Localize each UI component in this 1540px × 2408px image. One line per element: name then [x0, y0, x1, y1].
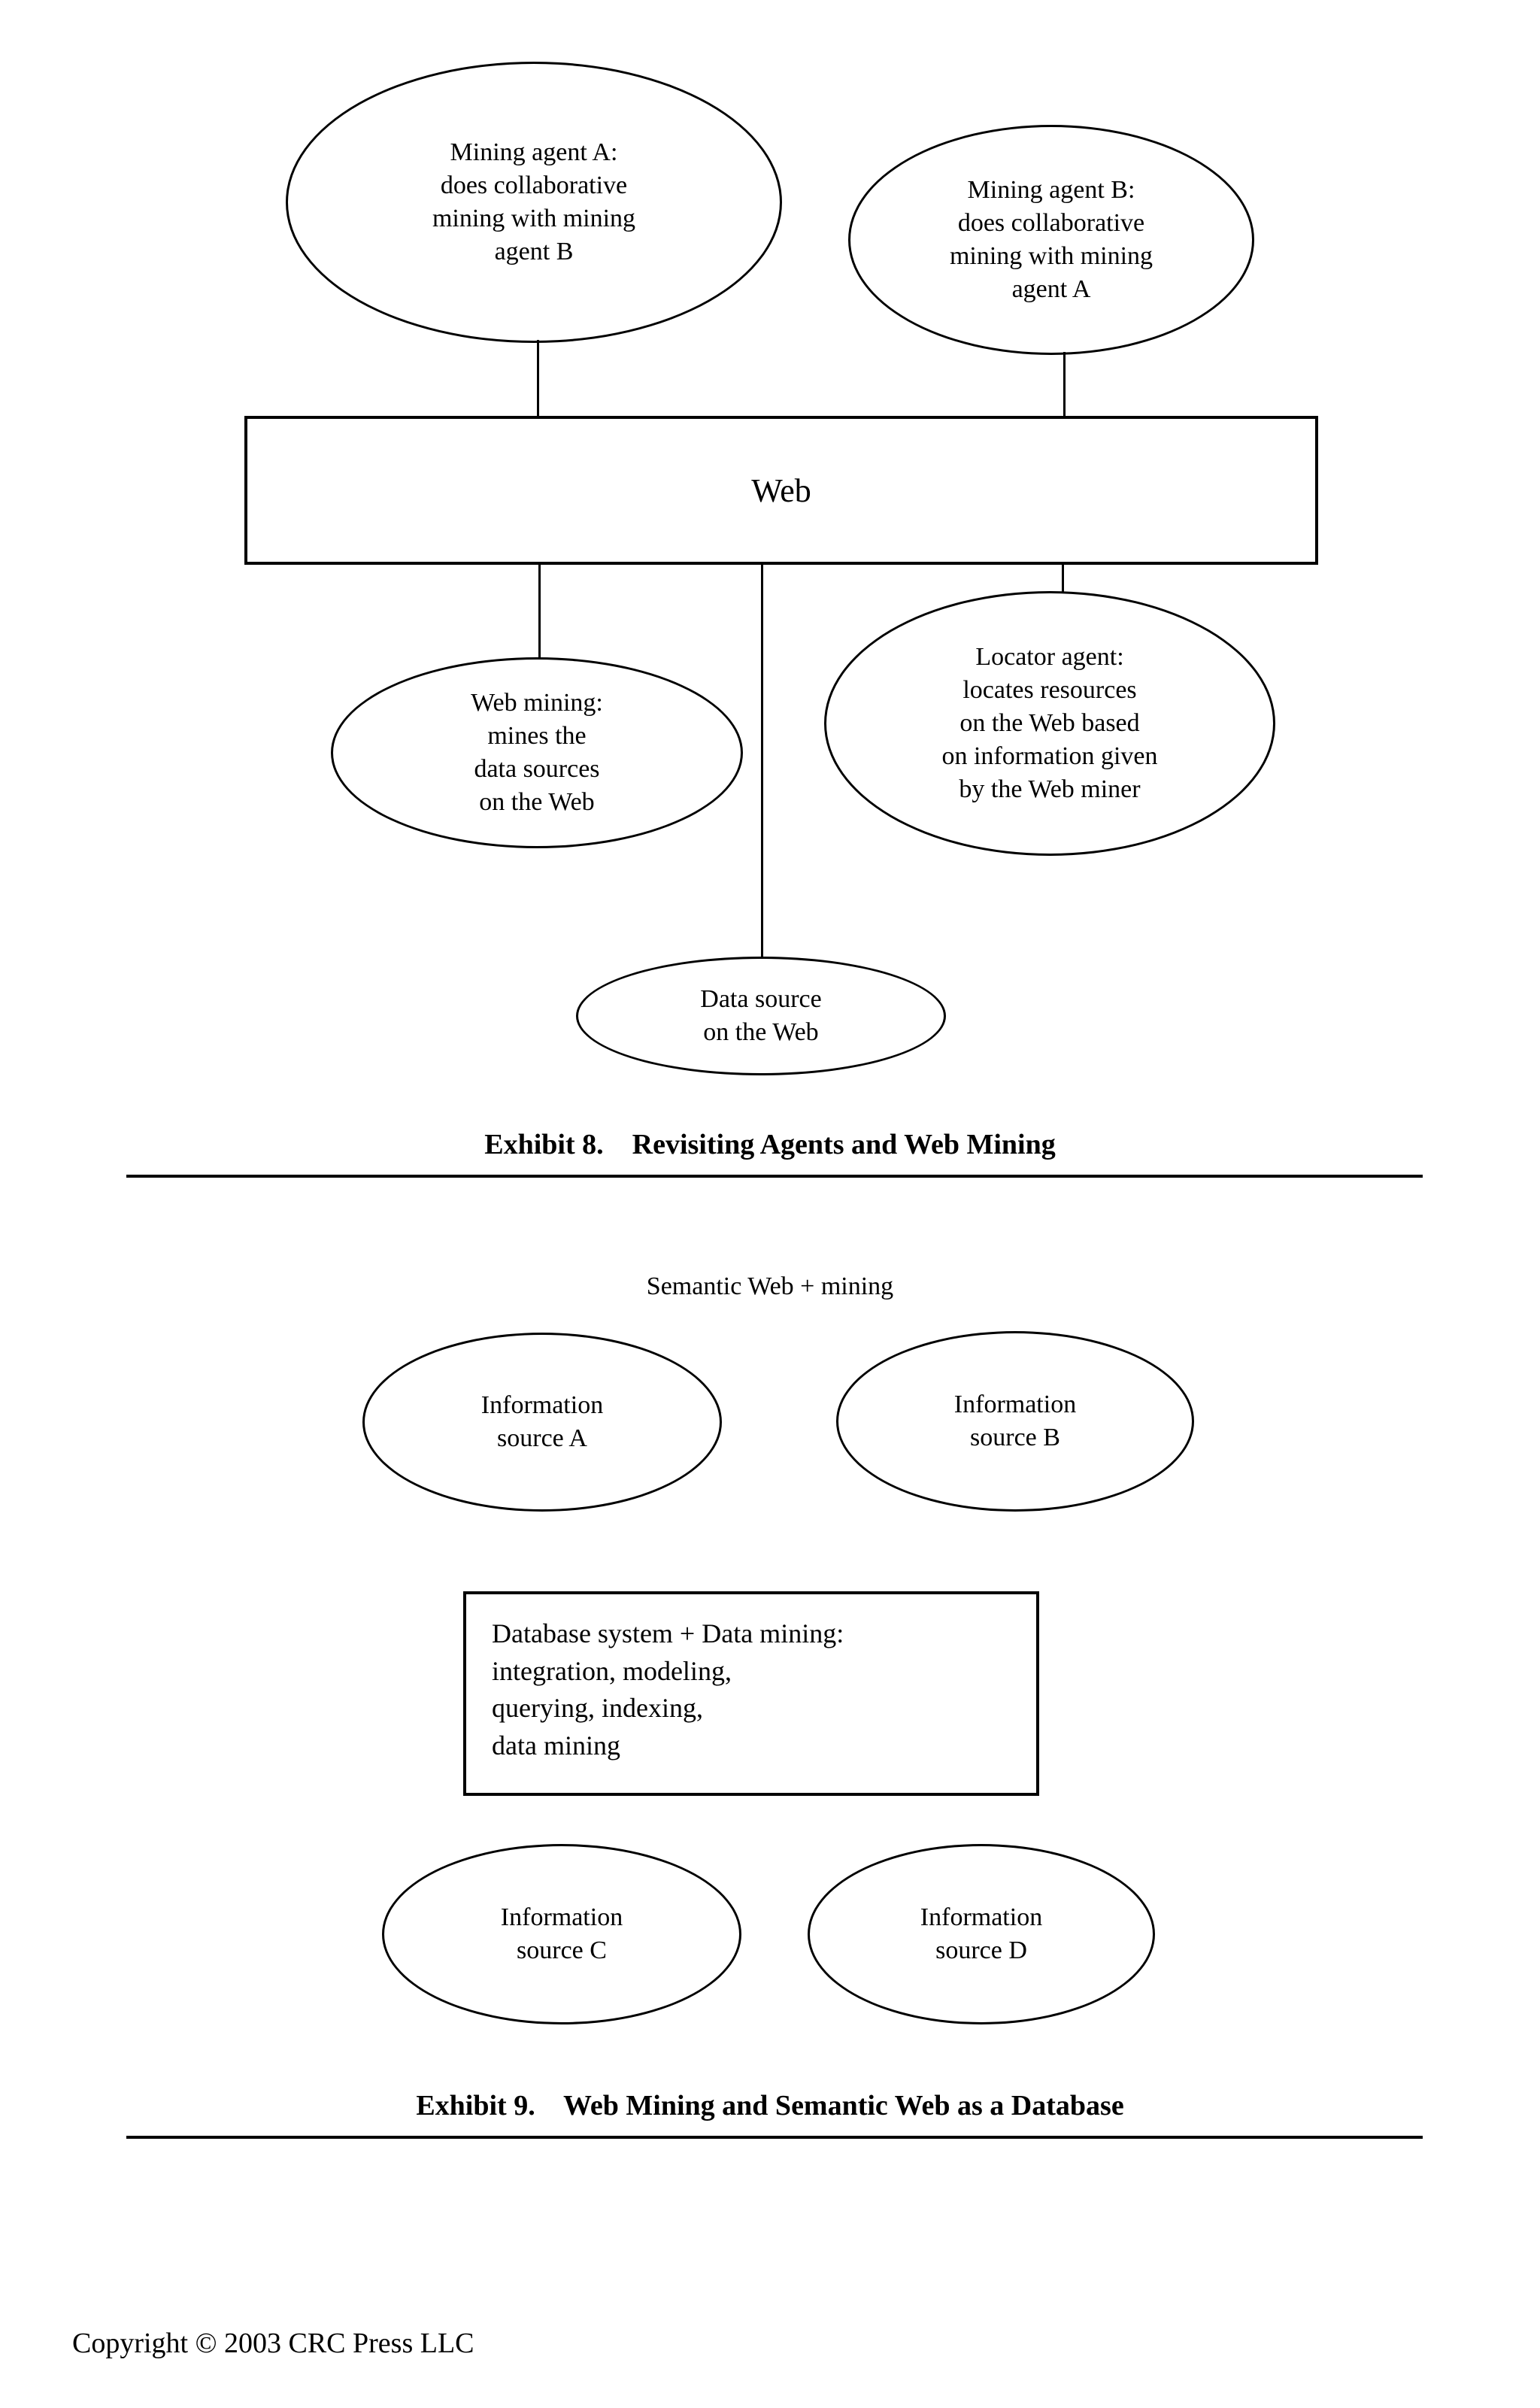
node-information-source-a-label: Information source A	[480, 1391, 604, 1452]
node-database-box-label: Database system + Data mining: integrati…	[492, 1618, 844, 1761]
node-mining-agent-a[interactable]: Mining agent A: does collaborative minin…	[286, 62, 782, 343]
copyright-notice: Copyright © 2003 CRC Press LLC	[72, 2328, 474, 2359]
connector-web-to-locator-agent	[1062, 564, 1064, 594]
connector-web-to-web-mining	[538, 564, 541, 660]
node-web-label: Web	[751, 472, 811, 509]
node-information-source-c-label: Information source C	[500, 1903, 623, 1964]
exhibit-9-rule	[126, 2136, 1423, 2139]
exhibit-9-heading: Semantic Web + mining	[646, 1272, 894, 1300]
node-data-source[interactable]: Data source on the Web	[576, 957, 946, 1075]
node-information-source-a[interactable]: Information source A	[362, 1333, 722, 1512]
node-web-mining-label: Web mining: mines the data sources on th…	[471, 688, 603, 817]
node-data-source-label: Data source on the Web	[700, 984, 822, 1046]
node-mining-agent-b[interactable]: Mining agent B: does collaborative minin…	[848, 125, 1254, 355]
node-web-mining[interactable]: Web mining: mines the data sources on th…	[331, 657, 743, 848]
node-locator-agent[interactable]: Locator agent: locates resources on the …	[824, 591, 1275, 856]
node-information-source-c[interactable]: Information source C	[382, 1844, 741, 2024]
node-information-source-b[interactable]: Information source B	[836, 1331, 1194, 1512]
node-database-box[interactable]: Database system + Data mining: integrati…	[463, 1591, 1039, 1796]
connector-agent-b-to-web	[1063, 352, 1066, 421]
connector-agent-a-to-web	[537, 340, 539, 421]
node-mining-agent-b-label: Mining agent B: does collaborative minin…	[949, 175, 1153, 304]
node-information-source-d[interactable]: Information source D	[808, 1844, 1155, 2024]
connector-web-to-data-source	[761, 564, 763, 958]
exhibit-9-caption: Exhibit 9. Web Mining and Semantic Web a…	[416, 2090, 1124, 2121]
node-mining-agent-a-label: Mining agent A: does collaborative minin…	[432, 138, 636, 266]
exhibit-8-rule	[126, 1175, 1423, 1178]
node-information-source-d-label: Information source D	[920, 1903, 1043, 1964]
node-information-source-b-label: Information source B	[953, 1390, 1077, 1451]
exhibit-8-caption: Exhibit 8. Revisiting Agents and Web Min…	[484, 1129, 1056, 1160]
node-locator-agent-label: Locator agent: locates resources on the …	[941, 642, 1158, 804]
node-web-box[interactable]: Web	[244, 416, 1318, 565]
